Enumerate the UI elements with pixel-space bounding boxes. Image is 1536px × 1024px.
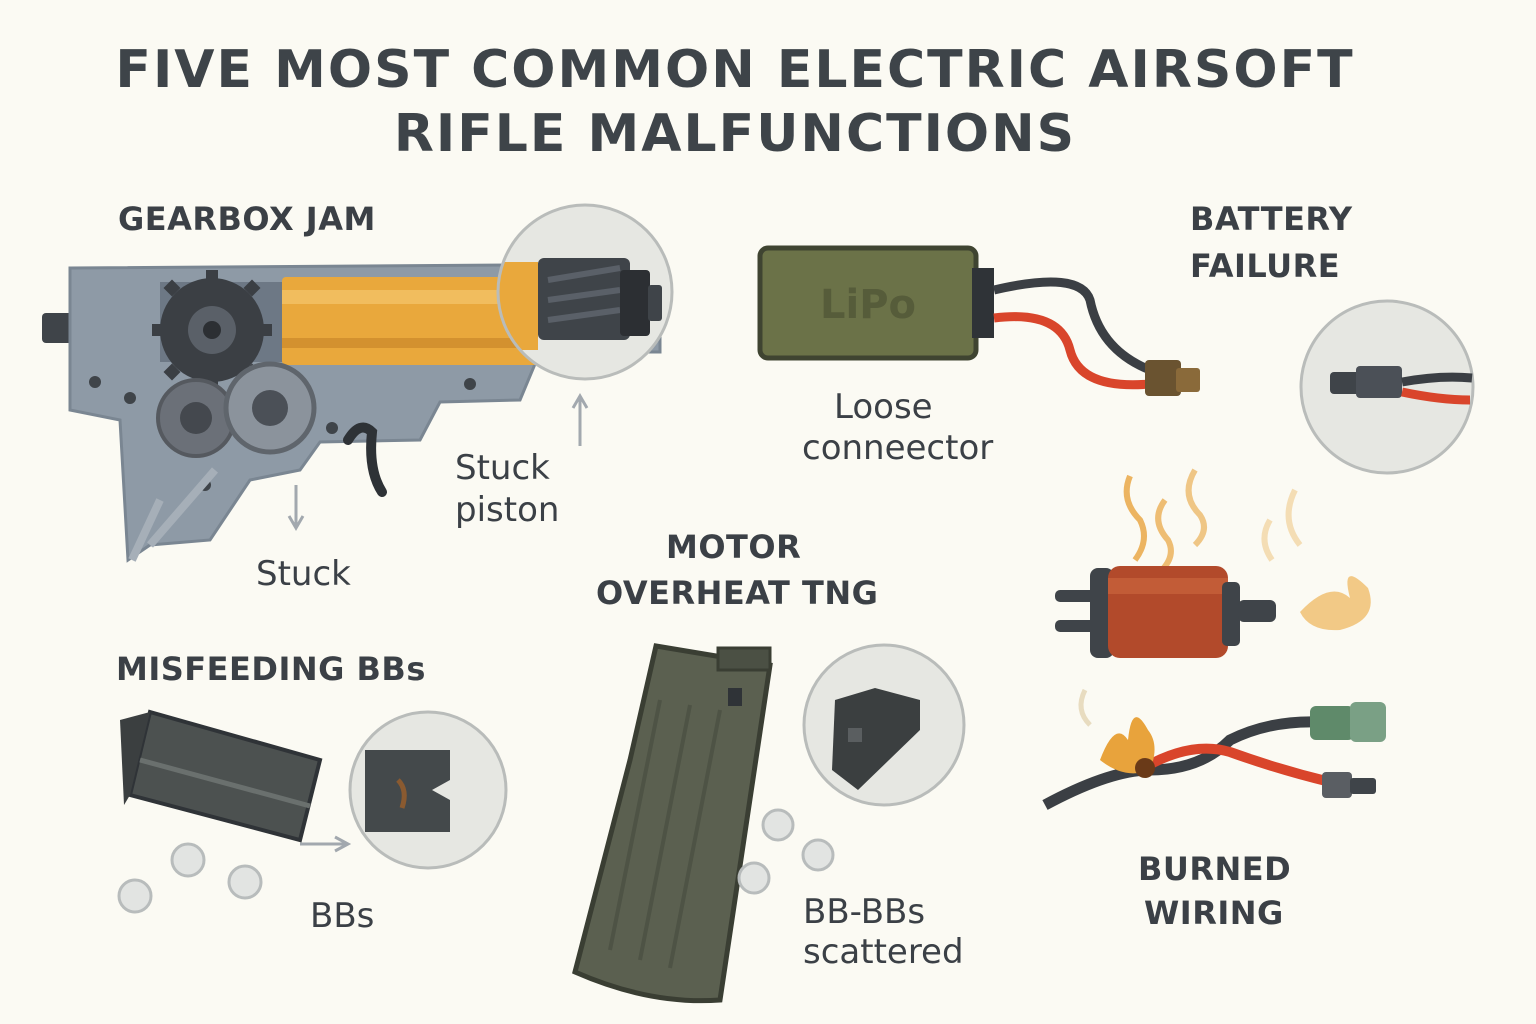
stuck-piston-label-1: Stuck — [455, 448, 550, 488]
bbs-scattered-label-1: BB-BBs — [803, 892, 926, 932]
bbs-scattered-label-2: scattered — [803, 932, 964, 972]
misfeeding-heading: MISFEEDING BBs — [116, 650, 426, 688]
burned-wiring-heading-2: WIRING — [1144, 894, 1284, 932]
gearbox-icon — [42, 203, 674, 563]
bbs-label: BBs — [310, 896, 375, 936]
loose-connector-zoom-icon — [1299, 299, 1475, 475]
motor-icon — [1055, 468, 1371, 658]
stuck-label: Stuck — [256, 554, 351, 594]
page-title-line-2: RIFLE MALFUNCTIONS — [393, 104, 1077, 164]
page-title-line-1: FIVE MOST COMMON ELECTRIC AIRSOFT — [115, 40, 1355, 100]
battery-failure-heading-2: FAILURE — [1190, 247, 1341, 285]
battery-icon: LiPo — [757, 245, 1200, 396]
battery-lipo-text: LiPo — [820, 282, 916, 328]
stuck-piston-label-2: piston — [455, 490, 560, 530]
motor-overheating-heading-2: OVERHEAT TNG — [596, 574, 879, 612]
burned-wiring-heading-1: BURNED — [1138, 850, 1292, 888]
loose-connector-label-1: Loose — [834, 387, 933, 427]
battery-failure-heading-1: BATTERY — [1190, 200, 1353, 238]
loose-connector-label-2: conneector — [802, 428, 994, 468]
motor-overheating-heading-1: MOTOR — [666, 528, 802, 566]
burned-wire-icon — [1042, 688, 1386, 810]
magazine-icon — [572, 643, 966, 1004]
gearbox-jam-heading: GEARBOX JAM — [118, 200, 376, 238]
misfeed-icon — [117, 709, 508, 914]
